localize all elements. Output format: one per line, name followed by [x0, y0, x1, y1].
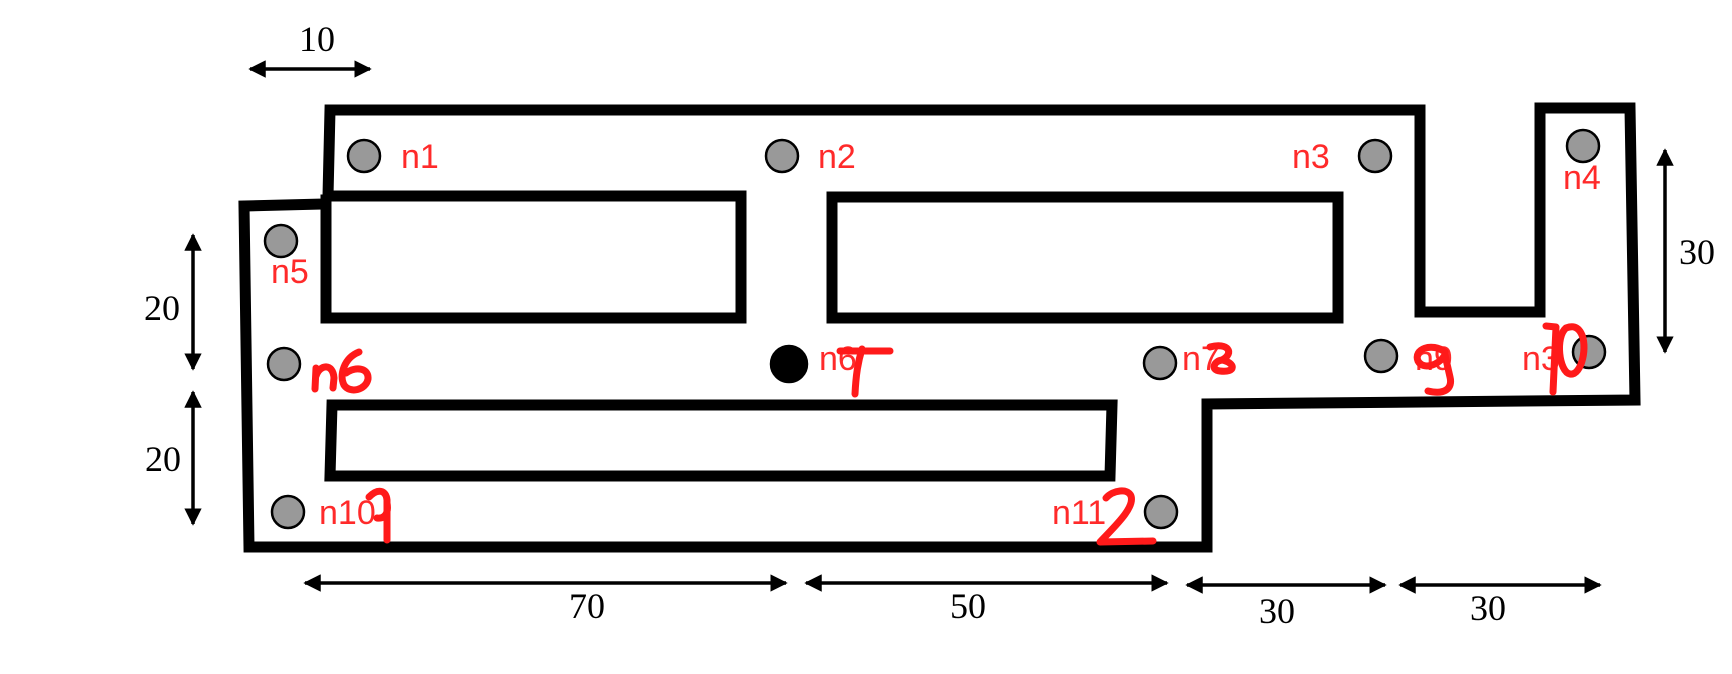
node-n2 — [764, 138, 800, 174]
node-n3 — [1357, 138, 1393, 174]
node-label-n4: n4 — [1563, 159, 1601, 197]
node-n4 — [1565, 128, 1601, 164]
dimensions: 10 20 20 30 70 50 30 30 — [144, 19, 1715, 631]
dim-left-upper-label: 20 — [144, 288, 180, 328]
dim-bottom-30a-label: 30 — [1259, 591, 1295, 631]
node-n8 — [1142, 345, 1178, 381]
node-n12 — [1143, 494, 1179, 530]
inner-hole-upper-right — [826, 191, 1344, 324]
dim-bottom-50-label: 50 — [950, 586, 986, 626]
node-label-n2: n2 — [818, 138, 856, 176]
node-label-n7: n6 — [819, 340, 857, 378]
node-label-n12: n11 — [1052, 494, 1106, 532]
dim-right-label: 30 — [1679, 232, 1715, 272]
dim-left-lower-label: 20 — [145, 439, 181, 479]
dim-top-label: 10 — [299, 19, 335, 59]
node-n5 — [263, 223, 299, 259]
handwritten-2 — [1096, 487, 1157, 546]
inner-hole-lower — [324, 399, 1118, 482]
handwritten-10 — [1542, 322, 1588, 396]
node-label-n1: n1 — [401, 138, 439, 176]
inner-hole-upper-left — [320, 190, 747, 324]
handwritten-9 — [1413, 343, 1455, 396]
node-label-n5: n5 — [271, 253, 309, 291]
node-label-n3: n3 — [1292, 138, 1330, 176]
handwritten-7 — [836, 345, 894, 398]
dim-bottom-30b-label: 30 — [1470, 588, 1506, 628]
node-n6 — [266, 346, 302, 382]
node-label-n11: n10 — [319, 494, 376, 532]
nodes — [263, 128, 1607, 530]
node-n7 — [769, 344, 809, 384]
node-n11 — [270, 494, 306, 530]
handwritten-8 — [1206, 342, 1236, 375]
node-n9 — [1363, 338, 1399, 374]
node-n1 — [346, 138, 382, 174]
handwritten-n6 — [311, 348, 372, 394]
handwritten-1 — [365, 487, 391, 544]
dim-bottom-70-label: 70 — [569, 586, 605, 626]
node-labels: n1 n2 n3 n4 n5 n6 n7 n9 n3 n10 n11 — [271, 138, 1601, 532]
handwritten-annotations — [311, 322, 1588, 546]
